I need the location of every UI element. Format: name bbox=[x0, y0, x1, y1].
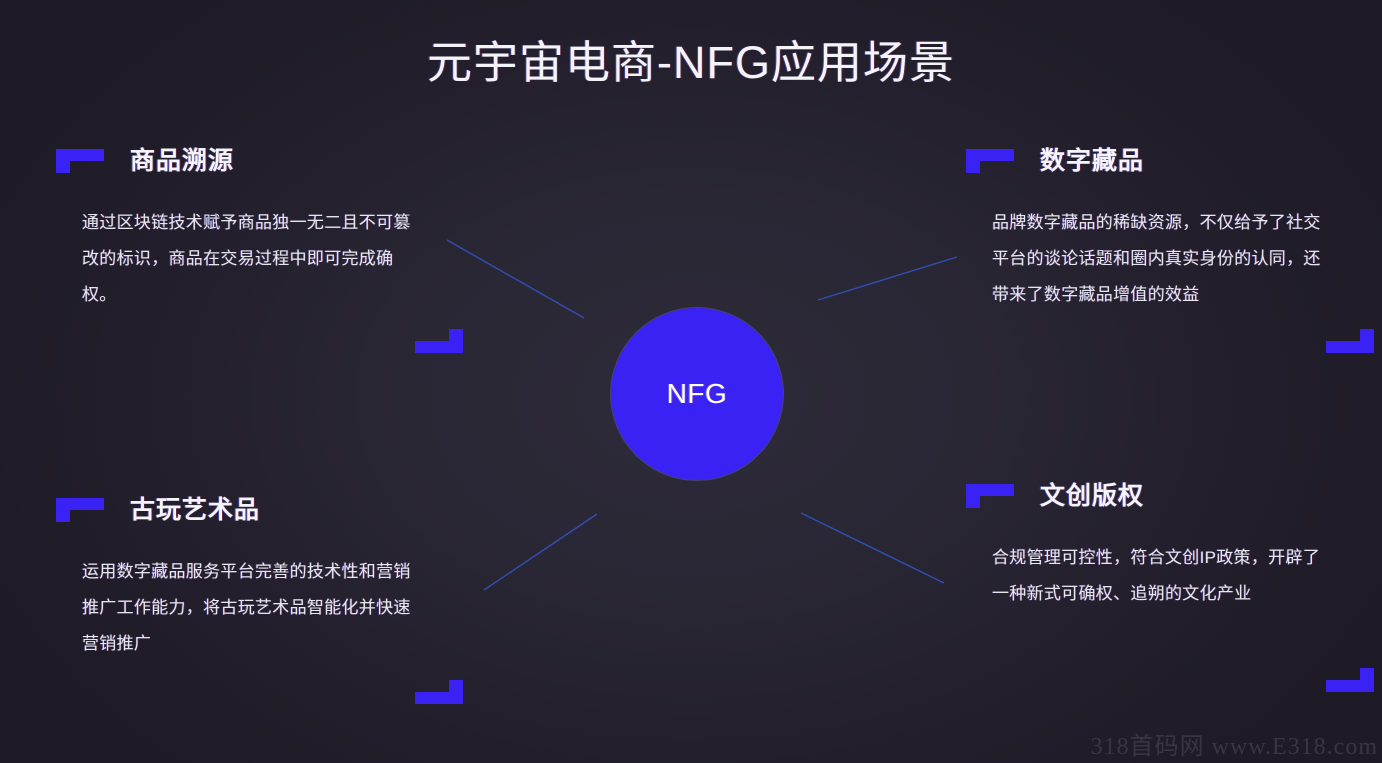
card-cultural-ip-copyright[interactable]: 文创版权 合规管理可控性，符合文创IP政策，开辟了一种新式可确权、追朔的文化产业 bbox=[966, 478, 1374, 692]
card-title: 文创版权 bbox=[1040, 482, 1145, 510]
card-product-traceability[interactable]: 商品溯源 通过区块链技术赋予商品独一无二且不可篡改的标识，商品在交易过程中即可完… bbox=[56, 143, 463, 353]
connector-line-top-right bbox=[817, 256, 958, 301]
watermark-site-name: 318首码网 bbox=[1090, 734, 1205, 760]
card-body: 品牌数字藏品的稀缺资源，不仅给予了社交平台的谈论话题和圈内真实身份的认同，还带来… bbox=[966, 205, 1326, 313]
corner-bracket-icon bbox=[56, 498, 104, 522]
card-body: 运用数字藏品服务平台完善的技术性和营销推广工作能力，将古玩艺术品智能化并快速营销… bbox=[56, 554, 416, 662]
center-node-label: NFG bbox=[666, 378, 728, 409]
watermark-url: www.E318.com bbox=[1211, 734, 1378, 760]
card-footer bbox=[966, 660, 1374, 692]
page-title: 元宇宙电商-NFG应用场景 bbox=[427, 37, 955, 88]
card-digital-collectibles[interactable]: 数字藏品 品牌数字藏品的稀缺资源，不仅给予了社交平台的谈论话题和圈内真实身份的认… bbox=[966, 143, 1374, 353]
card-header: 文创版权 bbox=[966, 478, 1326, 520]
card-body-text: 合规管理可控性，符合文创IP政策，开辟了一种新式可确权、追朔的文化产业 bbox=[992, 548, 1321, 603]
card-body: 合规管理可控性，符合文创IP政策，开辟了一种新式可确权、追朔的文化产业 bbox=[966, 540, 1326, 612]
corner-bracket-icon bbox=[966, 484, 1014, 508]
corner-bracket-icon bbox=[415, 680, 463, 704]
center-node-nfg[interactable]: NFG bbox=[611, 308, 783, 480]
card-header: 数字藏品 bbox=[966, 143, 1326, 185]
card-body-text: 品牌数字藏品的稀缺资源，不仅给予了社交平台的谈论话题和圈内真实身份的认同，还带来… bbox=[992, 213, 1321, 304]
card-footer bbox=[56, 321, 463, 353]
card-title: 古玩艺术品 bbox=[130, 496, 261, 524]
card-footer bbox=[966, 321, 1374, 353]
card-header: 商品溯源 bbox=[56, 143, 416, 185]
card-header: 古玩艺术品 bbox=[56, 492, 416, 534]
card-footer bbox=[56, 672, 463, 704]
card-body: 通过区块链技术赋予商品独一无二且不可篡改的标识，商品在交易过程中即可完成确权。 bbox=[56, 205, 416, 313]
card-title: 商品溯源 bbox=[130, 147, 235, 175]
card-body-text: 通过区块链技术赋予商品独一无二且不可篡改的标识，商品在交易过程中即可完成确权。 bbox=[82, 213, 411, 304]
corner-bracket-icon bbox=[1326, 668, 1374, 692]
connector-line-bottom-left bbox=[483, 513, 598, 591]
card-antique-artwork[interactable]: 古玩艺术品 运用数字藏品服务平台完善的技术性和营销推广工作能力，将古玩艺术品智能… bbox=[56, 492, 463, 704]
corner-bracket-icon bbox=[415, 329, 463, 353]
corner-bracket-icon bbox=[1326, 329, 1374, 353]
corner-bracket-icon bbox=[966, 149, 1014, 173]
watermark: 318首码网 www.E318.com bbox=[1091, 726, 1378, 761]
card-body-text: 运用数字藏品服务平台完善的技术性和营销推广工作能力，将古玩艺术品智能化并快速营销… bbox=[82, 562, 411, 653]
corner-bracket-icon bbox=[56, 149, 104, 173]
card-title: 数字藏品 bbox=[1040, 147, 1145, 175]
connector-line-bottom-right bbox=[800, 512, 945, 584]
connector-line-top-left bbox=[446, 239, 585, 319]
